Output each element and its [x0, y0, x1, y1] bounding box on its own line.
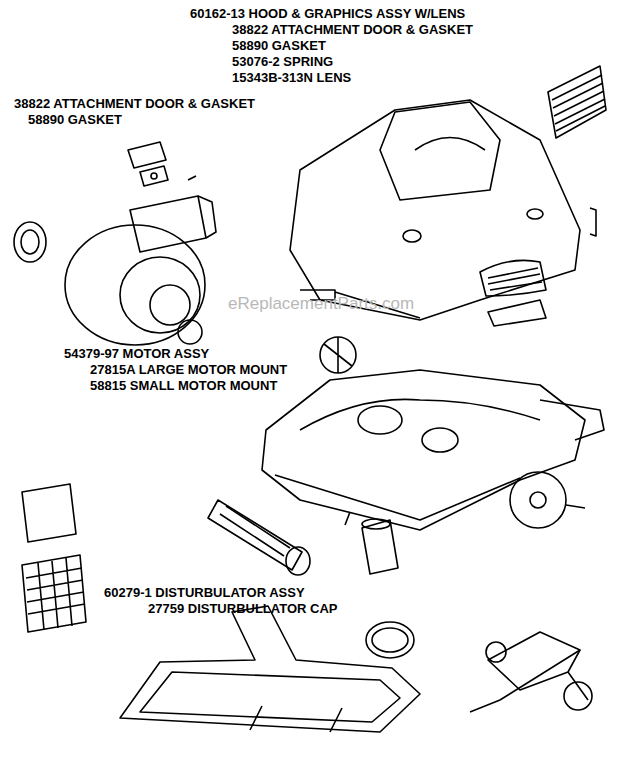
bottom-plate	[120, 606, 420, 732]
base	[262, 337, 604, 530]
part-callout: 38822 ATTACHMENT DOOR & GASKET	[232, 22, 473, 37]
watermark: eReplacementParts.com	[228, 296, 414, 311]
part-callout: 54379-97 MOTOR ASSY	[64, 346, 209, 361]
belt	[362, 519, 414, 658]
brushroll	[208, 500, 350, 575]
part-callout: 58815 SMALL MOTOR MOUNT	[90, 378, 277, 393]
part-callout: 38822 ATTACHMENT DOOR & GASKET	[14, 96, 255, 111]
part-callout: 60162-13 HOOD & GRAPHICS ASSY W/LENS	[190, 6, 465, 21]
filters	[22, 484, 86, 632]
rear-axle	[470, 632, 592, 712]
motor	[14, 196, 216, 345]
part-callout: 58890 GASKET	[232, 38, 326, 53]
lens-spring	[480, 260, 546, 326]
part-callout: 27759 DISTURBULLATOR CAP	[148, 601, 338, 616]
part-callout: 60279-1 DISTURBULATOR ASSY	[104, 585, 305, 600]
hood	[290, 100, 596, 320]
attachment-door	[128, 142, 196, 186]
part-callout: 53076-2 SPRING	[232, 54, 333, 69]
part-callout: 15343B-313N LENS	[232, 70, 351, 85]
part-callout: 58890 GASKET	[28, 112, 122, 127]
grille	[548, 66, 606, 138]
part-callout: 27815A LARGE MOTOR MOUNT	[90, 362, 287, 377]
